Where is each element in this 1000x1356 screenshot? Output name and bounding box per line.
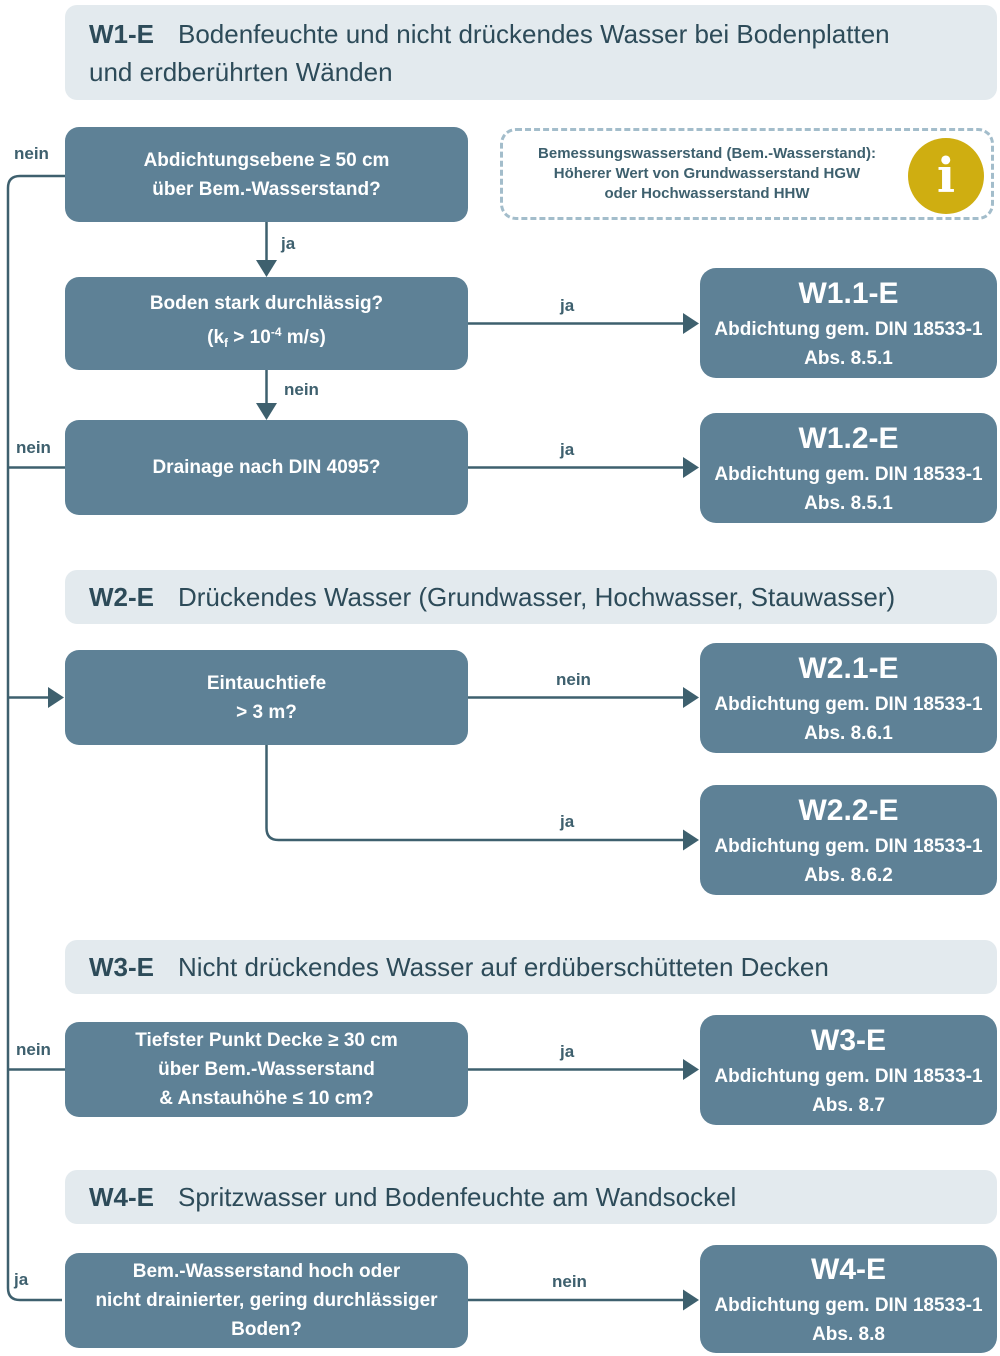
- formula-subscript: f: [224, 336, 229, 350]
- decision-bem-line2: nicht drainierter, gering durchlässiger: [95, 1290, 438, 1311]
- result-w12-line2: Abs. 8.5.1: [804, 493, 893, 514]
- arrowhead-w21: [683, 687, 699, 708]
- decision-abdichtungsebene-line1: Abdichtungsebene ≥ 50 cm: [143, 149, 390, 171]
- result-w22-line1: Abdichtung gem. DIN 18533-1: [714, 836, 983, 857]
- result-w21-line1: Abdichtung gem. DIN 18533-1: [714, 694, 983, 715]
- result-w3: W3-E Abdichtung gem. DIN 18533-1 Abs. 8.…: [700, 1015, 997, 1125]
- edge-label-nein-w3: nein: [16, 1040, 51, 1059]
- section-code-w4: W4-E: [89, 1181, 154, 1212]
- nein-rail-left: [6, 174, 65, 1302]
- result-w11: W1.1-E Abdichtung gem. DIN 18533-1 Abs. …: [700, 268, 997, 378]
- section-header-w2: W2-E Drückendes Wasser (Grundwasser, Hoc…: [65, 570, 997, 624]
- edge-label-ja-rail-bottom: ja: [14, 1270, 29, 1289]
- decision-drainage: Drainage nach DIN 4095?: [65, 420, 468, 515]
- result-w3-line2: Abs. 8.7: [812, 1095, 885, 1116]
- arrowhead-w4: [683, 1289, 699, 1311]
- formula-mid: > 10: [228, 327, 271, 348]
- arrowhead-eintauchtiefe: [48, 687, 64, 708]
- decision-tiefster-line2: über Bem.-Wasserstand: [158, 1059, 375, 1080]
- formula-superscript: -4: [270, 325, 282, 339]
- result-w4: W4-E Abdichtung gem. DIN 18533-1 Abs. 8.…: [700, 1245, 997, 1353]
- result-w4-code: W4-E: [811, 1253, 886, 1286]
- result-w12: W1.2-E Abdichtung gem. DIN 18533-1 Abs. …: [700, 413, 997, 523]
- decision-boden-durchlaessig: Boden stark durchlässig? (kf > 10-4 m/s): [65, 277, 468, 370]
- formula-open: (k: [207, 327, 225, 348]
- section-header-w4: W4-E Spritzwasser und Bodenfeuchte am Wa…: [65, 1170, 997, 1224]
- result-w21: W2.1-E Abdichtung gem. DIN 18533-1 Abs. …: [700, 643, 997, 753]
- decision-bem-wasserstand: Bem.-Wasserstand hoch oder nicht drainie…: [65, 1253, 468, 1348]
- result-w3-line1: Abdichtung gem. DIN 18533-1: [714, 1066, 983, 1087]
- edge-label-nein-w21: nein: [556, 670, 591, 689]
- edge-label-ja-w22: ja: [560, 812, 575, 831]
- info-icon: i: [908, 138, 984, 214]
- info-note: Bemessungswasserstand (Bem.-Wasserstand)…: [500, 128, 994, 220]
- section-title-w1-line2: und erdberührten Wänden: [89, 56, 393, 87]
- decision-boden-line1: Boden stark durchlässig?: [149, 293, 384, 314]
- section-header-w1: W1-E Bodenfeuchte und nicht drückendes Wa…: [65, 5, 997, 100]
- result-w22: W2.2-E Abdichtung gem. DIN 18533-1 Abs. …: [700, 785, 997, 895]
- decision-tiefster-line1: Tiefster Punkt Decke ≥ 30 cm: [135, 1030, 398, 1051]
- arrowhead-down-2: [256, 403, 277, 420]
- section-header-w3: W3-E Nicht drückendes Wasser auf erdüber…: [65, 940, 997, 994]
- arrowhead-down-1: [256, 260, 277, 277]
- edge-label-ja-w11: ja: [560, 296, 575, 315]
- decision-boden-formula: (kf > 10-4 m/s): [207, 318, 326, 358]
- section-title-w1-line1: Bodenfeuchte und nicht drückendes Wasser…: [178, 18, 890, 49]
- decision-tiefster-line3: & Anstauhöhe ≤ 10 cm?: [159, 1088, 374, 1109]
- decision-abdichtungsebene-line2: über Bem.-Wasserstand?: [152, 178, 381, 200]
- section-title-w3: Nicht drückendes Wasser auf erdüberschüt…: [178, 951, 829, 982]
- result-w12-line1: Abdichtung gem. DIN 18533-1: [714, 464, 983, 485]
- edge-label-ja-w12: ja: [560, 440, 575, 459]
- decision-bem-line1: Bem.-Wasserstand hoch oder: [132, 1261, 401, 1282]
- arrowhead-w11: [683, 313, 699, 334]
- arrowhead-w22: [683, 829, 699, 851]
- decision-drainage-line1: Drainage nach DIN 4095?: [152, 457, 381, 478]
- result-w21-line2: Abs. 8.6.1: [804, 723, 893, 744]
- result-w3-code: W3-E: [811, 1024, 886, 1057]
- result-w12-code: W1.2-E: [798, 422, 899, 455]
- result-w11-line1: Abdichtung gem. DIN 18533-1: [714, 319, 983, 340]
- result-w4-line2: Abs. 8.8: [812, 1324, 885, 1345]
- decision-eintauchtiefe-line1: Eintauchtiefe: [206, 672, 327, 694]
- info-note-line1: Bemessungswasserstand (Bem.-Wasserstand)…: [538, 145, 876, 162]
- section-header-w1-line1: W1-E Bodenfeuchte und nicht drückendes Wa…: [89, 15, 973, 53]
- formula-close: m/s): [281, 327, 326, 348]
- result-w21-code: W2.1-E: [798, 652, 899, 685]
- decision-tiefster-punkt: Tiefster Punkt Decke ≥ 30 cm über Bem.-W…: [65, 1022, 468, 1117]
- arrowhead-w3: [683, 1059, 699, 1080]
- result-w22-line2: Abs. 8.6.2: [804, 865, 893, 886]
- result-w4-line1: Abdichtung gem. DIN 18533-1: [714, 1295, 983, 1316]
- info-icon-glyph: i: [936, 148, 956, 204]
- section-code-w3: W3-E: [89, 951, 154, 982]
- section-code-w2: W2-E: [89, 581, 154, 612]
- decision-eintauchtiefe: Eintauchtiefe > 3 m?: [65, 650, 468, 745]
- decision-bem-line3: Boden?: [231, 1319, 302, 1340]
- result-w11-code: W1.1-E: [798, 277, 899, 310]
- result-w22-code: W2.2-E: [798, 794, 899, 827]
- section-code-w1: W1-E: [89, 18, 154, 49]
- arrowhead-w12: [683, 457, 699, 478]
- info-note-line2: Höherer Wert von Grundwasserstand HGW: [553, 165, 861, 182]
- edge-label-nein-drainage: nein: [16, 438, 51, 457]
- info-note-line3: oder Hochwasserstand HHW: [604, 185, 810, 202]
- edge-label-ja-down-1: ja: [281, 234, 296, 253]
- section-title-w4: Spritzwasser und Bodenfeuchte am Wandsoc…: [178, 1181, 737, 1212]
- edge-label-ja-w3: ja: [560, 1042, 575, 1061]
- decision-eintauchtiefe-line2: > 3 m?: [236, 701, 297, 723]
- edge-ja-w22-elbow: [265, 745, 685, 842]
- result-w11-line2: Abs. 8.5.1: [804, 348, 893, 369]
- section-title-w2: Drückendes Wasser (Grundwasser, Hochwass…: [178, 581, 896, 612]
- edge-label-nein-down-2: nein: [284, 380, 319, 399]
- edge-label-nein-rail-top: nein: [14, 144, 49, 163]
- edge-label-nein-w4: nein: [552, 1272, 587, 1291]
- decision-abdichtungsebene: Abdichtungsebene ≥ 50 cm über Bem.-Wasse…: [65, 127, 468, 222]
